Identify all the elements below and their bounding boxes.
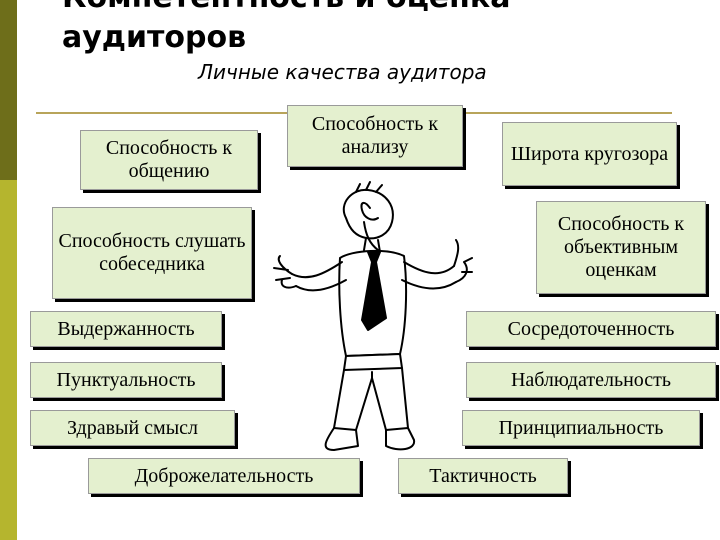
sidebar-strip-bottom — [0, 180, 17, 540]
quality-box-analysis: Способность к анализу — [287, 105, 463, 167]
quality-box-principle: Принципиальность — [462, 410, 700, 446]
quality-box-listening: Способность слушать собеседника — [52, 207, 252, 299]
quality-box-composure: Выдержанность — [30, 311, 222, 347]
quality-box-objective: Способность к объективным оценкам — [536, 201, 706, 294]
quality-label: Доброжелательность — [134, 464, 314, 487]
quality-box-punctuality: Пунктуальность — [30, 362, 222, 398]
sidebar-strip-top — [0, 0, 17, 180]
quality-box-communication: Способность к общению — [80, 130, 258, 190]
quality-label: Выдержанность — [57, 317, 195, 340]
quality-label: Сосредоточенность — [507, 317, 675, 340]
quality-label: Пунктуальность — [56, 368, 196, 391]
quality-box-observation: Наблюдательность — [466, 362, 716, 398]
quality-box-concentration: Сосредоточенность — [466, 311, 716, 347]
thinking-man-icon — [273, 181, 473, 451]
quality-box-outlook: Широта кругозора — [502, 122, 677, 186]
quality-label: Наблюдательность — [510, 368, 672, 391]
quality-box-benevolence: Доброжелательность — [88, 458, 360, 494]
quality-box-common-sense: Здравый смысл — [30, 410, 235, 446]
quality-label: Способность слушать собеседника — [58, 230, 246, 275]
quality-label: Широта кругозора — [510, 142, 669, 165]
quality-label: Способность к общению — [105, 137, 233, 182]
quality-label: Принципиальность — [498, 416, 664, 439]
quality-box-tact: Тактичность — [398, 458, 568, 494]
quality-label: Способность к анализу — [311, 113, 439, 158]
quality-label: Тактичность — [429, 464, 537, 487]
quality-label: Способность к объективным оценкам — [557, 213, 685, 281]
quality-label: Здравый смысл — [67, 416, 198, 439]
slide-subtitle: Личные качества аудитора — [198, 60, 487, 84]
slide-title: Компетентность и оценка аудиторов — [62, 0, 511, 55]
